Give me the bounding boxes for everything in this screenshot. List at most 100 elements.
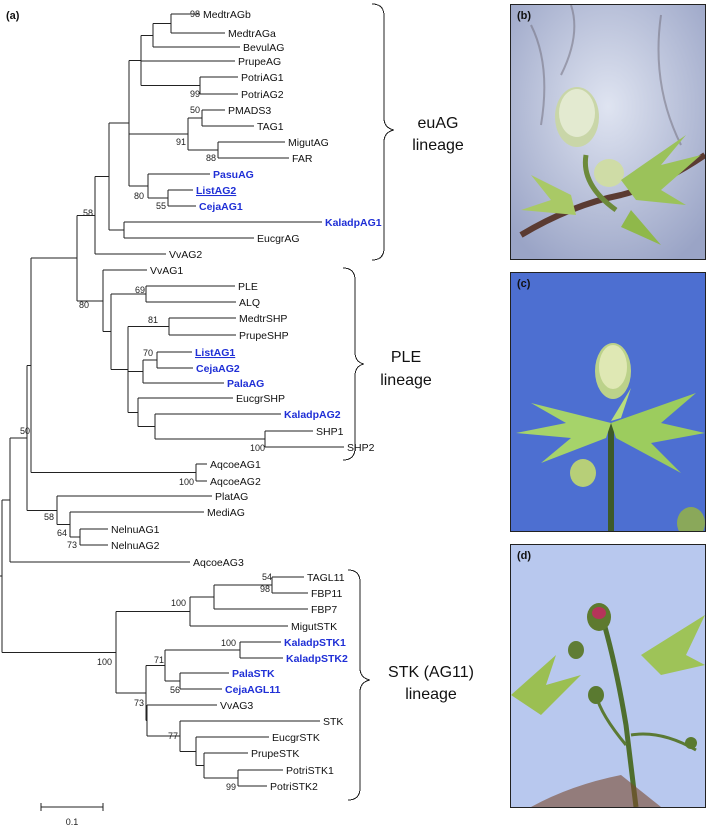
- taxon-label-palastk: PalaSTK: [232, 668, 275, 680]
- support-value-s71: 71: [154, 655, 164, 665]
- taxon-label-medtraga: MedtrAGa: [228, 28, 276, 40]
- taxon-label-eucgrag: EucgrAG: [257, 233, 300, 245]
- support-value-s100b: 100: [179, 477, 194, 487]
- taxon-label-cejaag2: CejaAG2: [196, 363, 240, 375]
- support-value-s50b: 50: [20, 426, 30, 436]
- taxon-label-potriag2: PotriAG2: [241, 89, 284, 101]
- taxon-label-eucgrstk: EucgrSTK: [272, 732, 320, 744]
- euag-label-line1: euAG: [418, 115, 459, 132]
- support-value-s56: 56: [170, 685, 180, 695]
- sweetgum-flower-photo-c: [511, 273, 705, 531]
- taxon-label-eucgrshp: EucgrSHP: [236, 393, 285, 405]
- euag-bracket: [371, 3, 395, 261]
- taxon-label-potristk1: PotriSTK1: [286, 765, 334, 777]
- taxon-label-prupeag: PrupeAG: [238, 56, 281, 68]
- taxon-label-stk: STK: [323, 716, 343, 728]
- support-value-s69: 69: [135, 285, 145, 295]
- photo-panel-d: (d): [510, 544, 706, 808]
- taxon-label-aqcoeag3: AqcoeAG3: [193, 557, 244, 569]
- taxon-label-kaladpag1: KaladpAG1: [325, 217, 382, 229]
- support-value-s58a: 58: [83, 208, 93, 218]
- taxon-label-nelnuag1: NelnuAG1: [111, 524, 160, 536]
- support-values: 9899509188805558698081701005010058647354…: [20, 9, 272, 792]
- taxon-label-cejaag1: CejaAG1: [199, 201, 243, 213]
- taxon-label-tag1: TAG1: [257, 121, 284, 133]
- taxon-label-migutag: MigutAG: [288, 137, 329, 149]
- support-value-s98b: 98: [260, 584, 270, 594]
- support-value-s88: 88: [206, 153, 216, 163]
- taxon-label-potristk2: PotriSTK2: [270, 781, 318, 793]
- taxon-label-vvag3: VvAG3: [220, 700, 253, 712]
- panel-a-label: (a): [6, 10, 20, 22]
- support-value-s54: 54: [262, 572, 272, 582]
- taxon-label-kaladpstk1: KaladpSTK1: [284, 637, 346, 649]
- support-value-s100a: 100: [250, 443, 265, 453]
- photo-d-label: (d): [517, 550, 532, 562]
- stk-bracket: [347, 569, 371, 801]
- taxon-label-cejaagl11: CejaAGL11: [225, 684, 281, 696]
- taxon-label-platag: PlatAG: [215, 491, 248, 503]
- taxon-label-ple: PLE: [238, 281, 258, 293]
- support-value-s73a: 73: [67, 540, 77, 550]
- photo-panel-b: (b): [510, 4, 706, 260]
- support-value-s81: 81: [148, 315, 158, 325]
- taxon-label-fbp11: FBP11: [311, 588, 342, 600]
- photo-b-label: (b): [517, 10, 532, 22]
- support-value-s100e: 100: [97, 657, 112, 667]
- sweetgum-flower-photo-b: [511, 5, 705, 259]
- support-value-s58b: 58: [44, 512, 54, 522]
- taxon-label-far: FAR: [292, 153, 313, 165]
- taxon-label-potriag1: PotriAG1: [241, 72, 284, 84]
- taxon-label-aqcoeag1: AqcoeAG1: [210, 459, 261, 471]
- taxon-label-tagl11: TAGL11: [307, 572, 345, 584]
- taxon-label-medtrshp: MedtrSHP: [239, 313, 287, 325]
- sweetgum-flower-photo-d: [511, 545, 705, 807]
- stk-label-line2: lineage: [405, 686, 457, 703]
- tree-branch-paths: [0, 13, 344, 787]
- taxon-label-palaag: PalaAG: [227, 378, 264, 390]
- taxon-label-kaladpag2: KaladpAG2: [284, 409, 341, 421]
- support-value-s80a: 80: [134, 191, 144, 201]
- support-value-s100c: 100: [171, 598, 186, 608]
- taxon-label-kaladpstk2: KaladpSTK2: [286, 653, 348, 665]
- taxon-label-migutstk: MigutSTK: [291, 621, 337, 633]
- support-value-s98a: 98: [190, 9, 200, 19]
- taxon-label-prupeshp: PrupeSHP: [239, 330, 289, 342]
- support-value-s80b: 80: [79, 300, 89, 310]
- support-value-s55: 55: [156, 201, 166, 211]
- taxon-label-prupestk: PrupeSTK: [251, 748, 299, 760]
- euag-label-line2: lineage: [412, 137, 464, 154]
- support-value-s99a: 99: [190, 89, 200, 99]
- taxon-label-vvag2: VvAG2: [169, 249, 202, 261]
- support-value-s77: 77: [168, 731, 178, 741]
- ple-bracket: [342, 267, 365, 461]
- taxon-label-alq: ALQ: [239, 297, 260, 309]
- taxon-label-medtragb: MedtrAGb: [203, 9, 251, 21]
- taxon-label-pasuag: PasuAG: [213, 169, 254, 181]
- ple-label-line1: PLE: [391, 349, 421, 366]
- taxon-label-bevulag: BevulAG: [243, 42, 284, 54]
- support-value-s100d: 100: [221, 638, 236, 648]
- photo-panel-c: (c): [510, 272, 706, 532]
- support-value-s73b: 73: [134, 698, 144, 708]
- ple-label-line2: lineage: [380, 372, 432, 389]
- scale-bar: [40, 803, 104, 811]
- taxon-label-aqcoeag2: AqcoeAG2: [210, 476, 261, 488]
- taxon-label-listag2: ListAG2: [196, 185, 236, 197]
- taxon-label-vvag1: VvAG1: [150, 265, 183, 277]
- support-value-s99b: 99: [226, 782, 236, 792]
- support-value-s50a: 50: [190, 105, 200, 115]
- taxon-label-nelnuag2: NelnuAG2: [111, 540, 160, 552]
- support-value-s91: 91: [176, 137, 186, 147]
- photo-c-label: (c): [517, 278, 531, 290]
- taxon-label-shp2: SHP2: [347, 442, 375, 454]
- support-value-s70: 70: [143, 348, 153, 358]
- stk-label-line1: STK (AG11): [388, 664, 474, 681]
- taxon-label-pmads3: PMADS3: [228, 105, 271, 117]
- taxon-label-fbp7: FBP7: [311, 604, 337, 616]
- taxon-label-listag1: ListAG1: [195, 347, 235, 359]
- taxon-label-shp1: SHP1: [316, 426, 344, 438]
- scale-bar-label: 0.1: [66, 817, 79, 827]
